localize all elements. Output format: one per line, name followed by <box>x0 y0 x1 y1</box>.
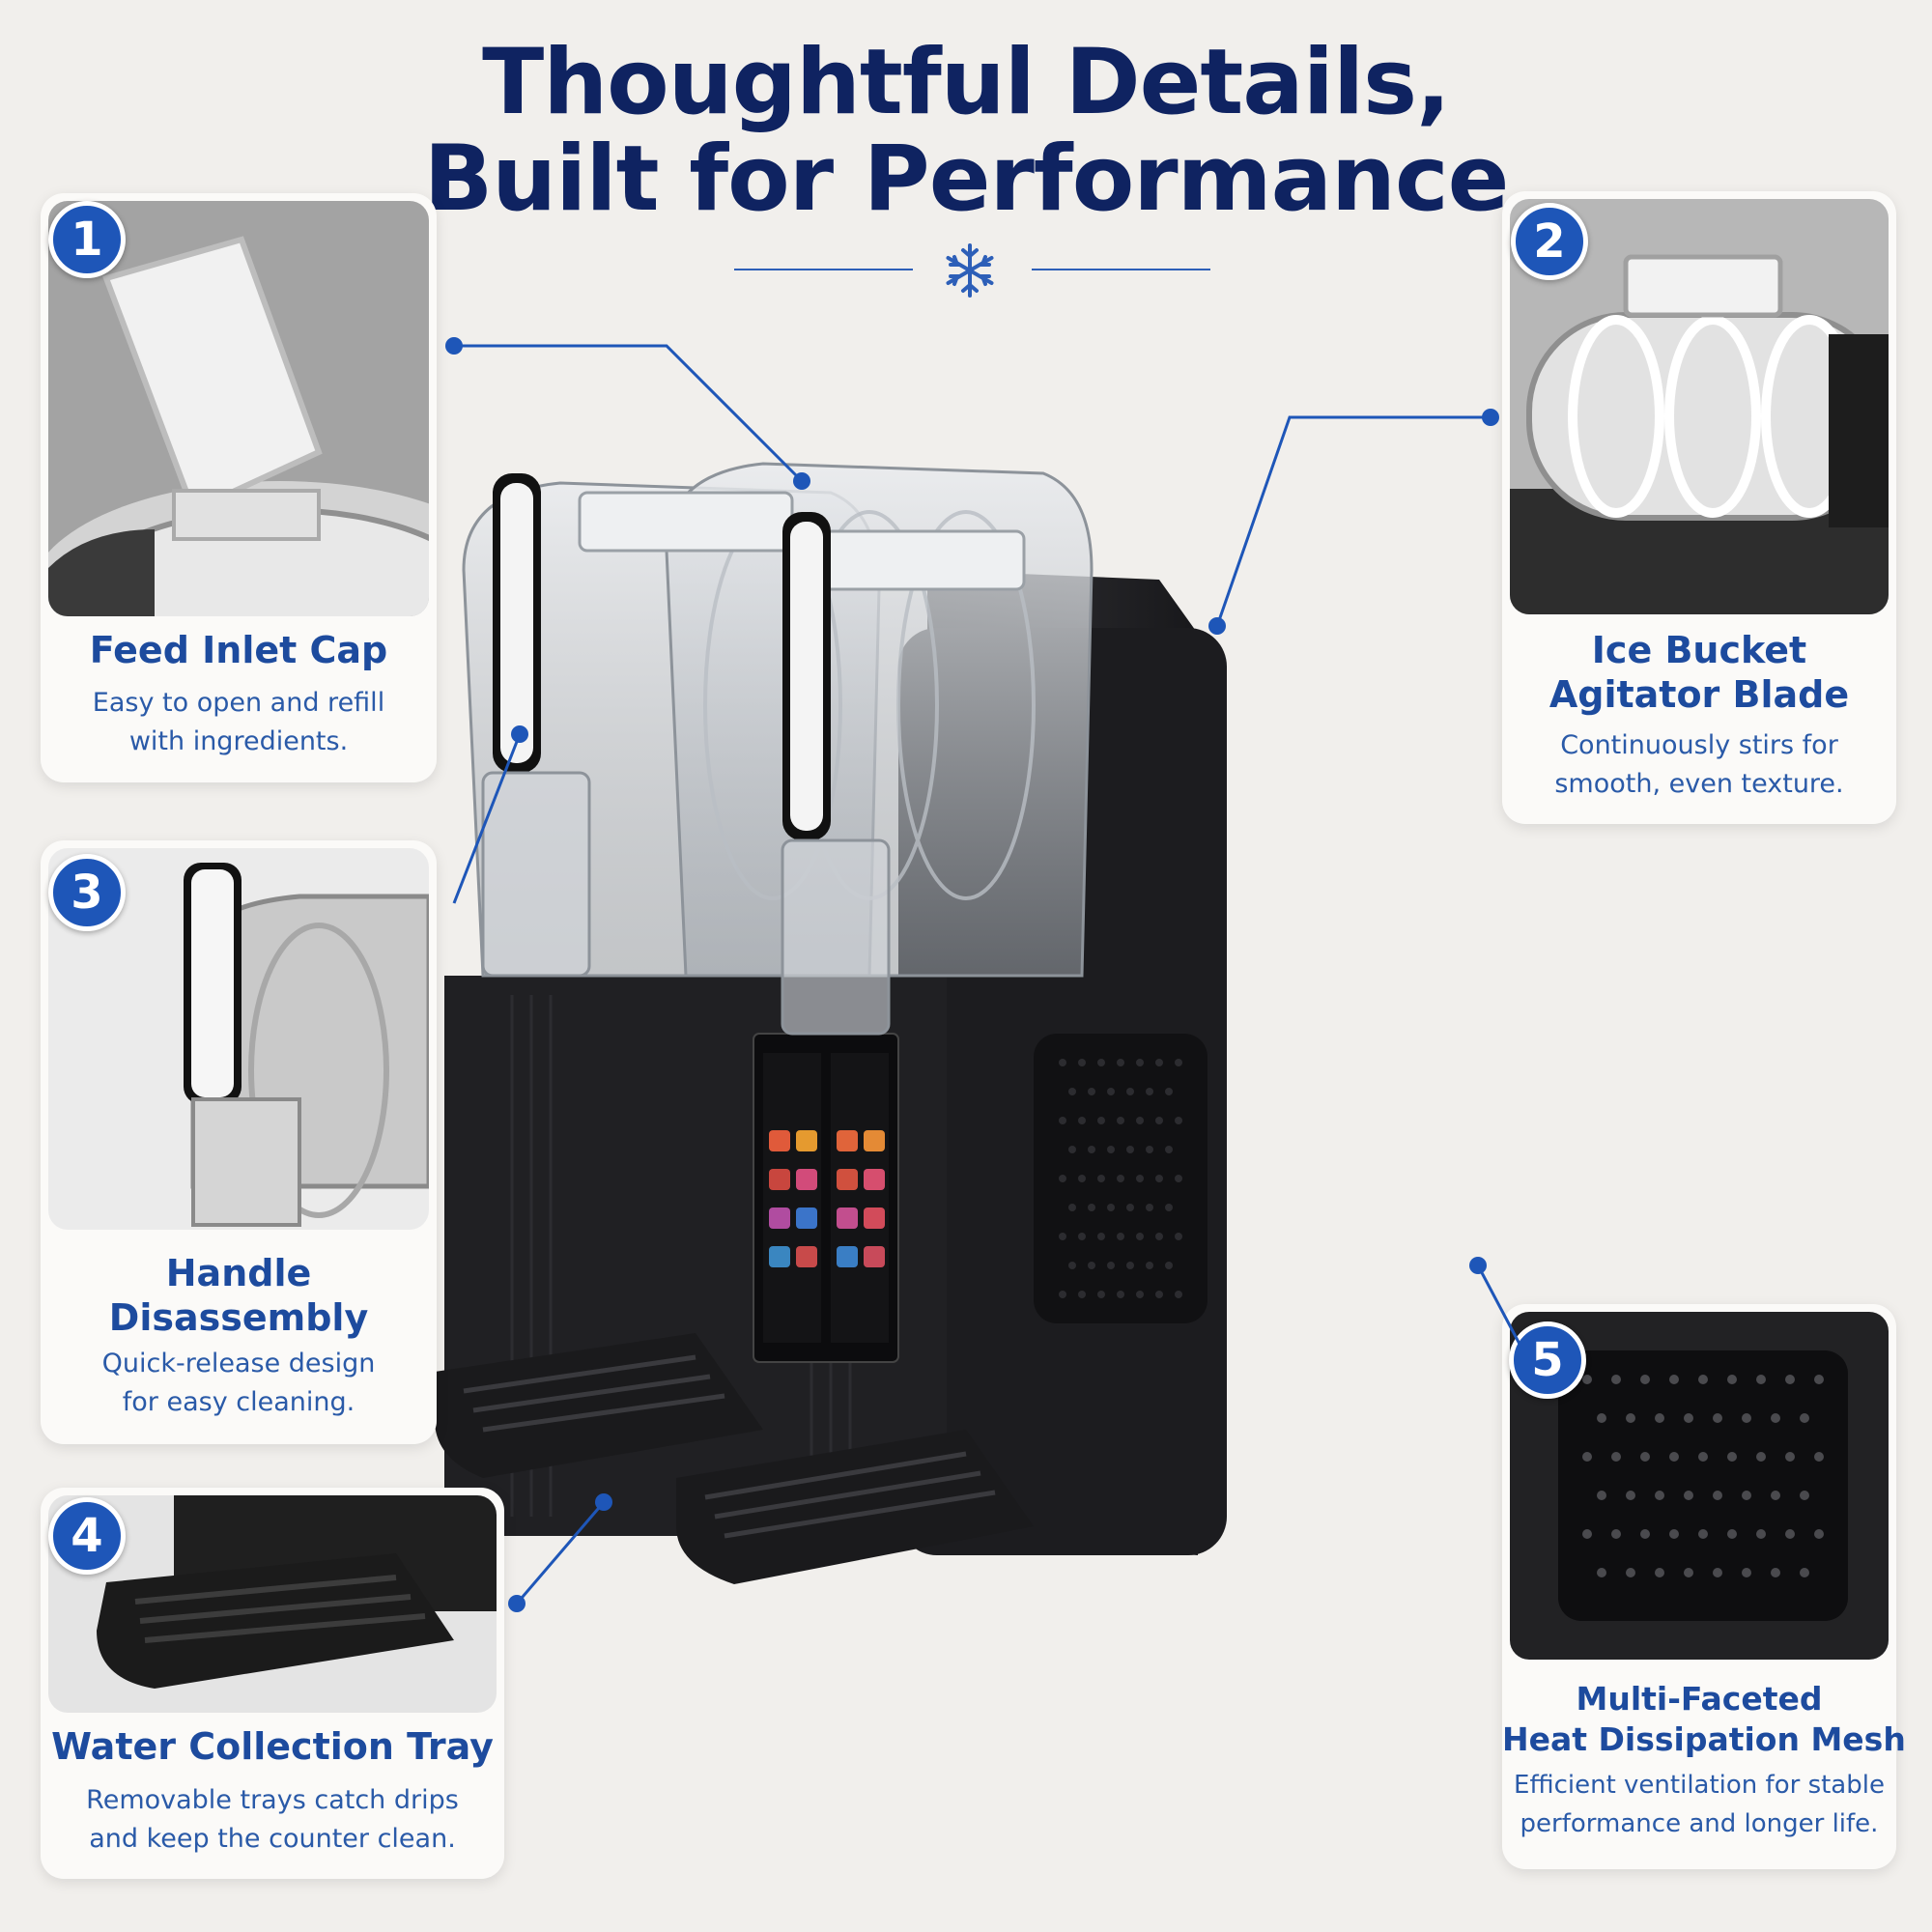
feature-photo-water-tray <box>48 1495 497 1713</box>
feature-description-line: Quick-release design <box>101 1349 376 1378</box>
title-line-2: Built for Performance <box>423 127 1510 232</box>
feature-title-line: Disassembly <box>108 1296 369 1339</box>
feature-description-line: and keep the counter clean. <box>89 1824 456 1854</box>
feature-description-line: Efficient ventilation for stable <box>1514 1771 1885 1800</box>
feature-title-line: Handle <box>165 1252 312 1294</box>
feature-photo-agitator-blade <box>1510 199 1889 614</box>
feature-card-water-tray: Water Collection Tray Removable trays ca… <box>41 1488 504 1879</box>
feature-title: Handle Disassembly <box>41 1251 437 1340</box>
feature-card-feed-inlet-cap: Feed Inlet Cap Easy to open and refill w… <box>41 193 437 782</box>
feature-title: Water Collection Tray <box>41 1724 504 1769</box>
feature-title-line: Multi-Faceted <box>1576 1680 1823 1718</box>
feature-title: Feed Inlet Cap <box>41 628 437 672</box>
feature-description: Removable trays catch drips and keep the… <box>41 1781 504 1859</box>
feature-description-line: Continuously stirs for <box>1560 730 1838 760</box>
divider-left <box>734 269 913 270</box>
feature-photo-feed-inlet-cap <box>48 201 429 616</box>
feature-description-line: Easy to open and refill <box>92 688 385 718</box>
feature-description: Efficient ventilation for stable perform… <box>1502 1766 1896 1843</box>
feature-title: Multi-Faceted Heat Dissipation Mesh <box>1502 1679 1906 1760</box>
feature-description: Continuously stirs for smooth, even text… <box>1502 726 1896 804</box>
feature-description-line: Removable trays catch drips <box>86 1785 459 1815</box>
feature-description-line: with ingredients. <box>128 726 349 756</box>
feature-card-handle-disassembly: Handle Disassembly Quick-release design … <box>41 840 437 1444</box>
feature-badge-3: 3 <box>48 854 126 931</box>
title-line-1: Thoughtful Details, <box>482 30 1451 135</box>
feature-title-line: Feed Inlet Cap <box>89 629 388 671</box>
divider-right <box>1032 269 1210 270</box>
snowflake-icon <box>946 243 994 298</box>
feature-badge-1: 1 <box>48 201 126 278</box>
feature-description-line: smooth, even texture. <box>1554 769 1844 799</box>
feature-title-line: Ice Bucket <box>1591 629 1807 671</box>
page-title: Thoughtful Details, Built for Performanc… <box>0 35 1932 228</box>
feature-description: Easy to open and refill with ingredients… <box>41 684 437 761</box>
feature-title-line: Heat Dissipation Mesh <box>1502 1720 1906 1758</box>
feature-title-line: Water Collection Tray <box>51 1725 494 1768</box>
slush-machine-illustration <box>435 462 1227 1584</box>
feature-description: Quick-release design for easy cleaning. <box>41 1345 437 1422</box>
feature-badge-5: 5 <box>1509 1321 1586 1399</box>
feature-title: Ice Bucket Agitator Blade <box>1502 628 1896 717</box>
feature-badge-4: 4 <box>48 1497 126 1575</box>
feature-description-line: performance and longer life. <box>1520 1809 1879 1838</box>
feature-title-line: Agitator Blade <box>1548 673 1850 716</box>
feature-description-line: for easy cleaning. <box>122 1387 355 1417</box>
feature-badge-2: 2 <box>1511 203 1588 280</box>
feature-card-agitator-blade: Ice Bucket Agitator Blade Continuously s… <box>1502 191 1896 824</box>
